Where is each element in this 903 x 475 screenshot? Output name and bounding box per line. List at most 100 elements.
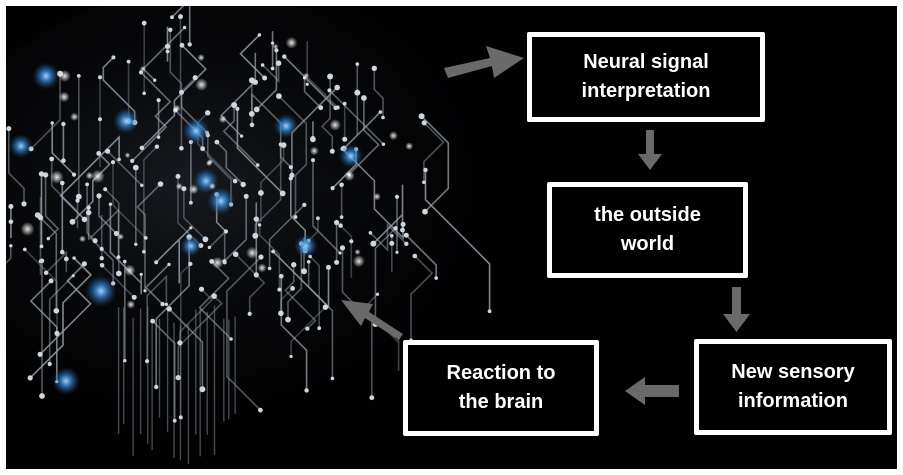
circuit-trace [223, 195, 247, 262]
circuit-node [289, 354, 293, 359]
circuit-trace [320, 75, 334, 153]
circuit-node [270, 66, 275, 71]
circuit-node [232, 251, 239, 258]
circuit-node [249, 122, 255, 128]
circuit-node [253, 272, 259, 278]
circuit-trace [362, 293, 400, 371]
circuit-node [339, 182, 344, 188]
sparkle [50, 170, 64, 184]
circuit-node [326, 264, 331, 270]
circuit-node [317, 326, 322, 331]
circuit-node [349, 239, 354, 244]
circuit-trace [109, 203, 142, 295]
circuit-trace [309, 255, 321, 330]
sparkle [124, 152, 131, 159]
circuit-trace [7, 127, 25, 205]
circuit-node [81, 216, 88, 223]
circuit-node [288, 176, 293, 181]
circuit-node [395, 250, 399, 254]
circuit-node [423, 167, 428, 173]
circuit-node [178, 14, 183, 20]
circuit-node [421, 120, 427, 126]
circuit-node [179, 42, 185, 48]
circuit-node [189, 200, 193, 205]
circuit-node [153, 78, 157, 82]
circuit-trace [106, 150, 143, 187]
circuit-node [202, 236, 209, 243]
circuit-node [422, 208, 428, 215]
sparkle [58, 70, 71, 82]
circuit-node [275, 60, 282, 66]
sparkle [211, 256, 224, 269]
circuit-trace [183, 187, 207, 241]
circuit-trace [420, 115, 450, 213]
glow-node [338, 143, 364, 169]
sparkle [139, 65, 147, 73]
arrow-reaction-to-brain [341, 300, 403, 340]
circuit-node [301, 268, 307, 275]
glow-node [51, 366, 81, 396]
glow-node [9, 134, 33, 158]
circuit-node [330, 376, 335, 381]
circuit-node [39, 244, 44, 249]
circuit-node [98, 117, 102, 122]
circuit-node [257, 223, 262, 227]
circuit-trace [168, 308, 204, 391]
circuit-node [252, 232, 259, 239]
circuit-node [403, 232, 409, 238]
circuit-trace [44, 174, 60, 240]
circuit-node [85, 182, 89, 187]
circuit-node [76, 74, 81, 78]
circuit-node [86, 209, 92, 216]
sparkle [344, 170, 355, 182]
circuit-node [132, 164, 139, 171]
circuit-node [247, 311, 252, 316]
sparkle [354, 248, 361, 256]
circuit-trace [312, 159, 341, 254]
circuit-node [280, 142, 287, 149]
circuit-trace [86, 183, 96, 242]
circuit-node [98, 75, 102, 80]
sparkle [20, 222, 35, 236]
circuit-node [156, 135, 161, 139]
circuit-node [34, 212, 41, 219]
circuit-node [166, 306, 172, 312]
circuit-node [327, 88, 332, 93]
circuit-node [170, 15, 174, 20]
circuit-node [342, 136, 348, 142]
circuit-node [47, 361, 52, 367]
circuit-trace [143, 145, 158, 253]
circuit-trace [169, 28, 183, 150]
node-line: Reaction to [446, 362, 556, 384]
circuit-node [381, 142, 386, 146]
sparkle [58, 91, 70, 103]
sparkle [123, 264, 136, 277]
sparkle [70, 112, 79, 122]
circuit-trace [198, 260, 232, 340]
circuit-node [248, 77, 255, 84]
circuit-node [258, 254, 264, 260]
circuit-trace [6, 245, 12, 265]
circuit-node [422, 180, 426, 185]
circuit-node [322, 304, 329, 310]
circuit-node [271, 249, 275, 254]
circuit-trace [283, 55, 337, 109]
circuit-trace [239, 34, 266, 79]
circuit-node [330, 186, 335, 191]
circuit-node [37, 351, 43, 357]
circuit-node [338, 223, 343, 228]
circuit-node [60, 249, 65, 255]
circuit-trace [179, 15, 196, 95]
circuit-node [189, 226, 193, 230]
circuit-node [222, 260, 227, 265]
circuit-node [8, 219, 14, 225]
circuit-node [116, 255, 121, 259]
circuit-node [262, 75, 268, 81]
sparkle [126, 300, 136, 309]
circuit-node [71, 274, 75, 278]
circuit-node [400, 221, 406, 227]
circuit-trace [216, 141, 244, 186]
node-line: Neural signal [583, 51, 709, 73]
